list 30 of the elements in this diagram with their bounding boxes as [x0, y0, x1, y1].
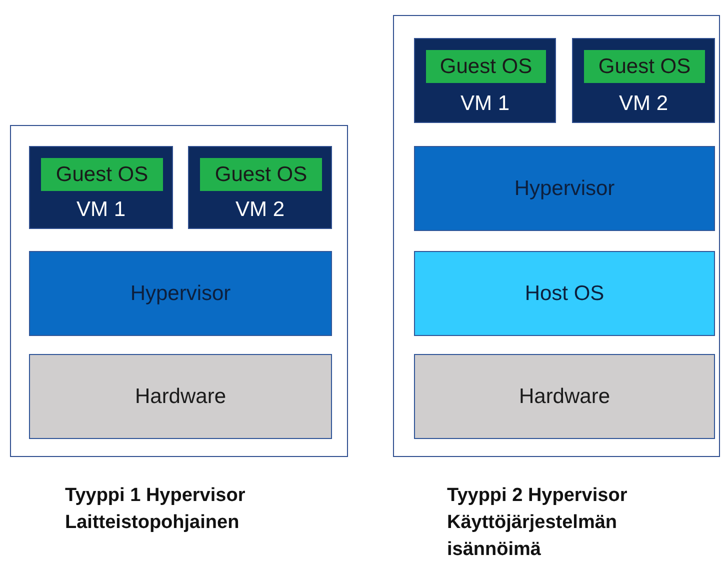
- layer-label: Hardware: [134, 384, 226, 408]
- guest-os-box: [425, 49, 547, 84]
- vm-box: [29, 146, 173, 229]
- host-os-layer: [414, 251, 715, 336]
- layer-label: Hypervisor: [130, 282, 231, 306]
- hypervisor-layer: [414, 146, 715, 231]
- hypervisor-layer: [29, 251, 332, 336]
- layer-label: VM 1: [459, 92, 510, 116]
- hardware-layer: [29, 354, 332, 439]
- stack-frame: [393, 15, 720, 457]
- vm-box: [414, 38, 556, 123]
- stack-caption: Tyyppi 2 Hypervisor Käyttöjärjestelmän isännöimä: [447, 484, 628, 562]
- layer-label: VM 2: [618, 92, 669, 116]
- vm-box: [572, 38, 715, 123]
- layer-label: Host OS: [524, 282, 604, 306]
- guest-os-box: [199, 157, 323, 192]
- layer-label: VM 2: [234, 198, 286, 222]
- stack-caption: Tyyppi 1 Hypervisor Laitteistopohjainen: [65, 484, 246, 535]
- stack-frame: [10, 125, 348, 457]
- layer-label: Hardware: [518, 384, 610, 408]
- layer-label: Guest OS: [598, 54, 691, 78]
- hardware-layer: [414, 354, 715, 439]
- layer-label: Guest OS: [56, 162, 148, 186]
- guest-os-box: [583, 49, 706, 84]
- layer-label: Guest OS: [214, 162, 308, 186]
- layer-label: Hypervisor: [514, 176, 615, 200]
- layer-label: Guest OS: [440, 54, 532, 78]
- vm-box: [188, 146, 332, 229]
- layer-label: VM 1: [75, 198, 126, 222]
- guest-os-box: [40, 157, 164, 192]
